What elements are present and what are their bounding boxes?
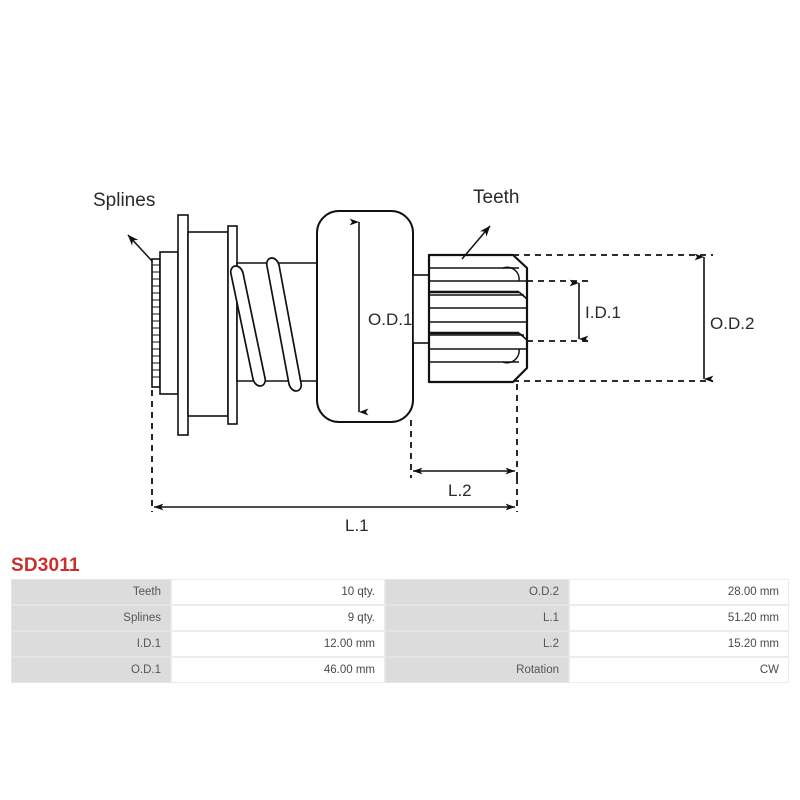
dimension-l2: L.2 <box>410 384 518 500</box>
spec-label-l1: L.1 <box>385 605 569 631</box>
spec-label-l2: L.2 <box>385 631 569 657</box>
spec-label-rotation: Rotation <box>385 657 569 683</box>
spec-value-l2: 15.20 mm <box>569 631 789 657</box>
dimension-od1: O.D.1 <box>349 218 412 416</box>
callout-teeth: Teeth <box>461 187 519 260</box>
table-row: I.D.1 12.00 mm L.2 15.20 mm <box>11 631 789 657</box>
spec-value-od2: 28.00 mm <box>569 579 789 605</box>
pinion-gear <box>427 253 529 384</box>
spline-teeth-hatch <box>152 264 160 378</box>
l2-label: L.2 <box>448 481 472 500</box>
dimension-l1: L.1 <box>151 390 518 535</box>
gear-tooth-flanks <box>429 290 519 335</box>
splined-shaft-assembly <box>151 214 238 436</box>
splines-leader-line <box>127 234 153 262</box>
specification-table: Teeth 10 qty. O.D.2 28.00 mm Splines 9 q… <box>11 579 789 683</box>
spec-value-id1: 12.00 mm <box>171 631 385 657</box>
spec-value-teeth: 10 qty. <box>171 579 385 605</box>
part-geometry <box>151 210 529 436</box>
technical-drawing: Splines Teeth O.D.1 I.D.1 <box>93 187 754 535</box>
spec-label-teeth: Teeth <box>11 579 171 605</box>
spec-label-od2: O.D.2 <box>385 579 569 605</box>
teeth-label: Teeth <box>473 187 519 208</box>
id1-label: I.D.1 <box>585 303 621 322</box>
teeth-leader-line <box>461 225 491 260</box>
spec-label-id1: I.D.1 <box>11 631 171 657</box>
spec-label-od1: O.D.1 <box>11 657 171 683</box>
splines-label: Splines <box>93 190 155 211</box>
spec-value-rotation: CW <box>569 657 789 683</box>
spec-value-od1: 46.00 mm <box>171 657 385 683</box>
part-number: SD3011 <box>11 555 80 576</box>
table-row: O.D.1 46.00 mm Rotation CW <box>11 657 789 683</box>
table-row: Teeth 10 qty. O.D.2 28.00 mm <box>11 579 789 605</box>
callout-splines: Splines <box>93 190 155 262</box>
od2-label: O.D.2 <box>710 314 754 333</box>
dimension-id1: I.D.1 <box>527 279 621 343</box>
drawing-svg: Splines Teeth O.D.1 I.D.1 <box>93 187 754 535</box>
table-row: Splines 9 qty. L.1 51.20 mm <box>11 605 789 631</box>
l1-label: L.1 <box>345 516 369 535</box>
dimension-od2: O.D.2 <box>513 253 754 383</box>
od1-label: O.D.1 <box>368 310 412 329</box>
spec-value-l1: 51.20 mm <box>569 605 789 631</box>
spec-value-splines: 9 qty. <box>171 605 385 631</box>
spec-label-splines: Splines <box>11 605 171 631</box>
